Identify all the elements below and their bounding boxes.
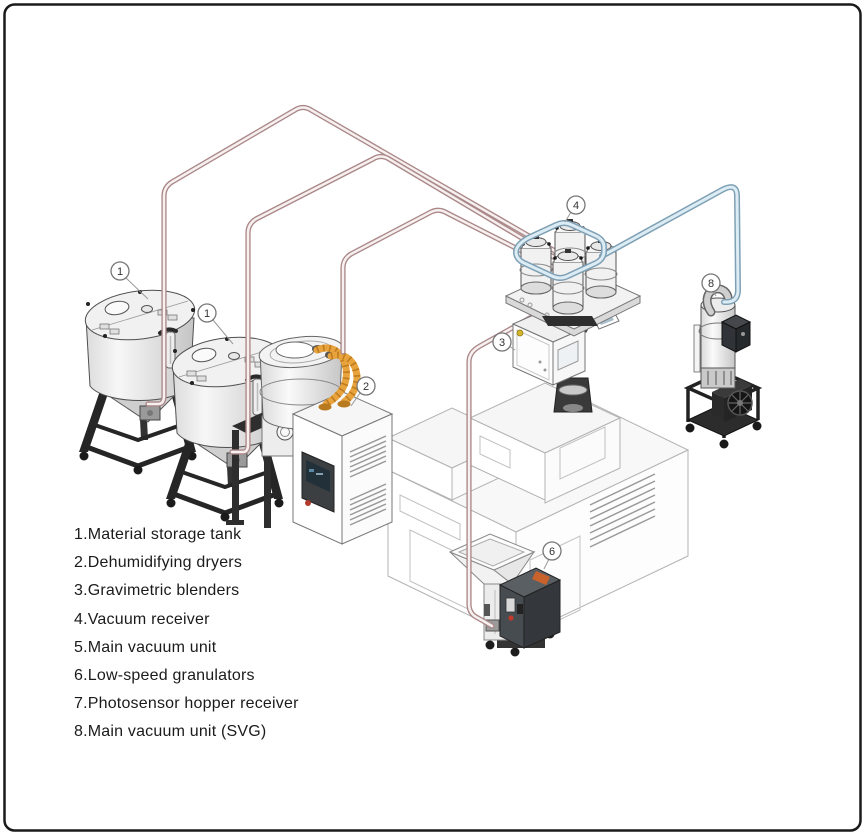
flexible-hoses — [312, 344, 361, 411]
svg-text:2: 2 — [363, 381, 369, 393]
legend-item: 4.Vacuum receiver — [74, 610, 210, 628]
svg-text:4: 4 — [573, 200, 579, 212]
callout-svg-unit-8: 8 — [701, 273, 721, 297]
legend-item: 7.Photosensor hopper receiver — [74, 695, 299, 713]
legend-item: 8.Main vacuum unit (SVG) — [74, 723, 267, 741]
legend-item: 5.Main vacuum unit — [74, 638, 217, 656]
callout-granulator-6: 6 — [542, 541, 562, 570]
callout-receiver-4: 4 — [564, 195, 586, 223]
legend: 1.Material storage tank 2.Dehumidifying … — [74, 521, 299, 747]
callout-blender-3: 3 — [492, 332, 516, 352]
svg-text:1: 1 — [117, 266, 123, 278]
legend-item: 1.Material storage tank — [74, 526, 242, 543]
callout-tank-1a: 1 — [110, 261, 149, 300]
callout-tank-1b: 1 — [197, 303, 234, 345]
svg-vacuum-unit — [683, 284, 763, 449]
callout-dryer-2: 2 — [350, 376, 376, 407]
legend-item: 2.Dehumidifying dryers — [74, 554, 243, 572]
svg-text:8: 8 — [708, 278, 714, 290]
svg-text:3: 3 — [499, 337, 505, 349]
page-border — [3, 3, 862, 832]
legend-item: 6.Low-speed granulators — [74, 667, 255, 685]
warning-badge — [532, 571, 550, 585]
svg-text:1: 1 — [204, 308, 210, 320]
dehumidifying-dryer — [226, 335, 394, 545]
svg-text:6: 6 — [549, 546, 555, 558]
vacuum-receivers — [504, 219, 642, 337]
legend-item: 3.Gravimetric blenders — [74, 582, 240, 600]
